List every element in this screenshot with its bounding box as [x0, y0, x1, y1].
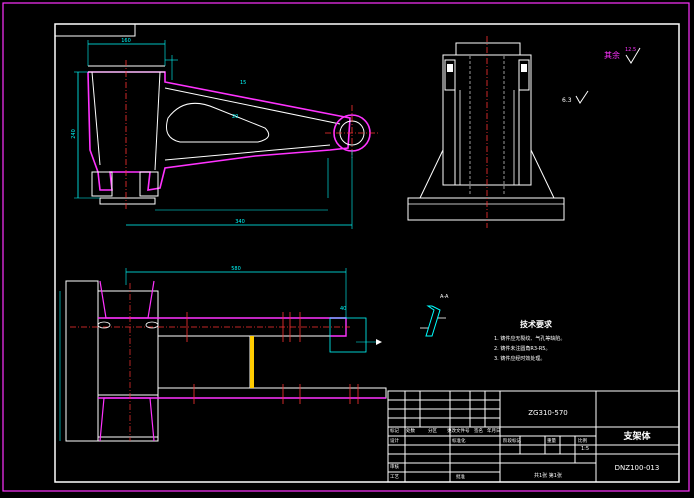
- tech-req-item-2: 2. 铸件未注圆角R3-R5。: [494, 345, 550, 352]
- title-role-process: 工艺: [390, 474, 399, 480]
- plan-hub-box: [97, 394, 159, 438]
- front-dim-bottom-text: 340: [235, 219, 245, 225]
- title-part-name: 支架体: [622, 430, 651, 442]
- side-view: [407, 36, 565, 228]
- section-profile: [425, 305, 441, 337]
- front-arm-bottom-edge: [164, 144, 331, 161]
- front-body-outline: [87, 71, 351, 191]
- side-ear-hole-r: [521, 64, 527, 72]
- title-scale: 1:5: [581, 446, 589, 452]
- side-ear-left: [444, 59, 456, 91]
- front-dim-small-a: 20: [232, 114, 238, 120]
- tech-requirements: 技术要求 1. 铸件应无裂纹、气孔等缺陷。 2. 铸件未注圆角R3-R5。 3.…: [494, 319, 565, 362]
- title-col-header-3: 更改文件号: [447, 427, 470, 434]
- plan-view: 580 40: [59, 266, 387, 442]
- title-ratio-label: 比例: [578, 437, 587, 444]
- side-ear-hole-l: [447, 64, 453, 72]
- title-approve-label: 批准: [456, 473, 465, 480]
- side-rib-left: [419, 149, 444, 199]
- title-role-review: 审核: [390, 463, 399, 470]
- tech-req-title: 技术要求: [520, 319, 553, 329]
- tech-req-item-3: 3. 铸件应经时效处理。: [494, 355, 545, 362]
- front-base-plate: [99, 197, 156, 205]
- front-foot-left: [91, 171, 113, 197]
- title-stage-label: 阶段标记: [503, 437, 521, 444]
- title-col-header-2: 分区: [428, 427, 437, 434]
- outer-border: [2, 2, 690, 492]
- plan-left-box: [65, 280, 99, 442]
- title-weight-label: 重量: [547, 437, 556, 444]
- front-view: 160 240 340 20 15: [71, 38, 380, 229]
- front-arm-top-edge: [164, 87, 341, 125]
- side-rib-right: [530, 149, 555, 199]
- title-col-header-0: 标记: [390, 427, 399, 434]
- plan-arrow: [376, 339, 382, 345]
- plan-yellow-strip: [250, 336, 254, 388]
- plan-dim-small-c: 40: [340, 306, 346, 312]
- title-block: [387, 390, 680, 483]
- inner-border: [54, 23, 680, 483]
- plan-slot-2: [145, 321, 159, 329]
- roughness-main-label: 其余: [604, 50, 620, 60]
- front-slot-outline: [166, 102, 270, 143]
- front-wall-left: [91, 71, 101, 166]
- tech-req-item-1: 1. 铸件应无裂纹、气孔等缺陷。: [494, 335, 565, 342]
- roughness-main-symbol: [625, 47, 641, 64]
- top-left-code-box: [54, 23, 136, 37]
- front-dim-left-text: 240: [71, 129, 77, 139]
- plan-flange-bottom: [99, 397, 155, 442]
- title-sheet-info: 共1张 第1张: [534, 472, 562, 479]
- front-dim-small-b: 15: [240, 80, 246, 86]
- title-material: ZG310-570: [528, 409, 567, 417]
- side-base: [407, 197, 565, 221]
- title-col-header-5: 年月日: [487, 427, 501, 434]
- title-role-design: 设计: [390, 437, 399, 444]
- plan-flange-top: [99, 280, 155, 319]
- title-drawing-no: DNZ100-013: [615, 464, 660, 472]
- plan-dim-top-text: 580: [231, 266, 241, 272]
- side-ear-right: [518, 59, 530, 91]
- roughness-secondary-value: 6.3: [562, 97, 572, 104]
- roughness-secondary-symbol: [575, 90, 589, 104]
- title-col-header-4: 签名: [474, 427, 483, 434]
- title-col-header-1: 处数: [406, 427, 415, 434]
- plan-section-marks: [186, 312, 359, 404]
- plan-bottom-rail: [157, 387, 387, 399]
- front-dim-overall-text: 160: [121, 38, 131, 44]
- title-block-texts: ZG310-570 支架体 DNZ100-013 1:5 共1张 第1张 标记 …: [390, 409, 659, 480]
- roughness-main-value: 12.5: [625, 47, 636, 53]
- plan-end-cap: [329, 317, 367, 353]
- section-label: A-A: [440, 294, 449, 300]
- plan-arm-mid: [157, 335, 251, 389]
- plan-slot-1: [97, 321, 111, 329]
- front-foot-right: [139, 171, 159, 197]
- title-std-label: 标准化: [452, 437, 466, 444]
- side-top-block: [455, 42, 521, 56]
- section-detail: A-A: [420, 294, 449, 337]
- front-wall-right: [154, 71, 161, 171]
